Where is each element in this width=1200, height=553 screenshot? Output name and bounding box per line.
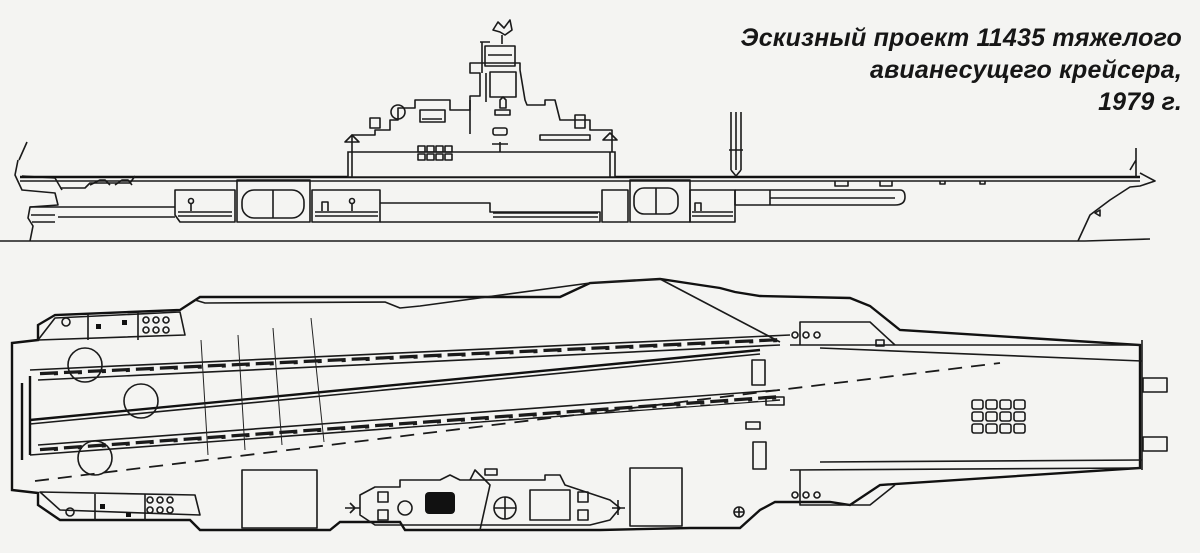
bow-fitting-top — [1142, 377, 1168, 393]
bow — [1077, 172, 1156, 242]
elevator-3 — [77, 440, 113, 476]
elevator-2 — [123, 383, 159, 419]
funnel-block — [425, 492, 455, 514]
waterline — [0, 238, 1151, 242]
arrestor-cables — [200, 317, 325, 456]
deck-edge-lift-1 — [241, 469, 318, 529]
hull-outline — [10, 277, 1142, 532]
stern — [14, 159, 59, 242]
bow-fitting-bottom — [1142, 436, 1168, 452]
side-profile-view — [0, 19, 1156, 242]
title-line-3: 1979 г. — [1098, 88, 1182, 116]
island-plan — [345, 469, 625, 531]
island-superstructure — [344, 19, 618, 178]
deck-centre-line — [29, 348, 761, 422]
title-line-1: Эскизный проект 11435 тяжелого — [740, 24, 1182, 52]
deck-edge-lift-2 — [629, 467, 683, 527]
island-window-grid — [417, 145, 453, 161]
title-line-2: авианесущего крейсера, — [869, 56, 1182, 84]
drawing-title: Эскизный проект 11435 тяжелого авианесущ… — [741, 22, 1182, 118]
missile-launcher-grid — [971, 399, 1026, 434]
sponson-3 — [689, 189, 736, 223]
plan-view — [10, 277, 1168, 532]
elevator-1 — [67, 347, 103, 383]
crane — [729, 112, 743, 177]
deck-dashed-guide — [34, 362, 1001, 482]
sponson-1 — [174, 189, 236, 223]
